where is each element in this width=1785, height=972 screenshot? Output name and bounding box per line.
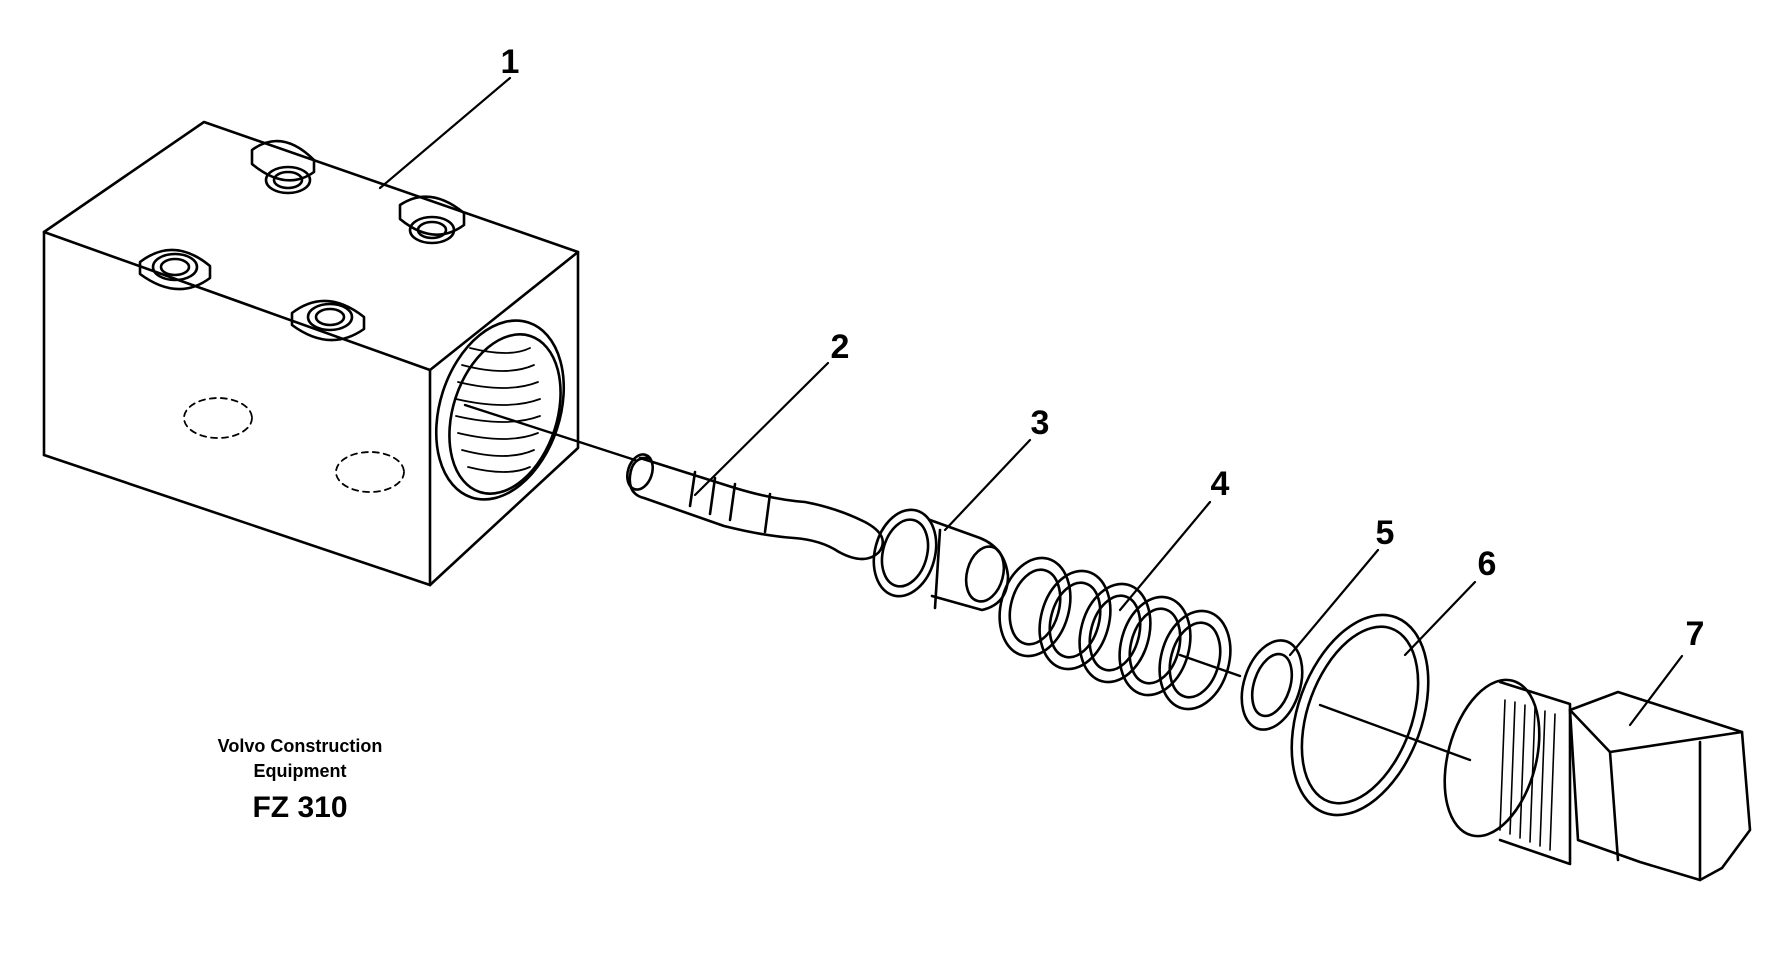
valve-cone-part bbox=[872, 508, 1010, 612]
brand-line-2: Equipment bbox=[253, 761, 347, 781]
spring-part bbox=[998, 556, 1232, 711]
brand-line-1: Volvo Construction bbox=[217, 736, 383, 756]
washer-part bbox=[1240, 639, 1304, 731]
callout-3: 3 bbox=[1031, 404, 1050, 442]
figure-code: FZ 310 bbox=[252, 791, 348, 824]
valve-body-part bbox=[42, 120, 580, 587]
callout-5: 5 bbox=[1376, 514, 1395, 552]
callout-6: 6 bbox=[1478, 545, 1497, 583]
callout-labels: 1 2 3 4 5 6 7 bbox=[501, 43, 1705, 653]
piston-part bbox=[626, 453, 884, 561]
callout-7: 7 bbox=[1686, 615, 1705, 653]
plug-part bbox=[1443, 678, 1752, 882]
o-ring-part bbox=[1290, 613, 1430, 817]
callout-1: 1 bbox=[501, 43, 520, 81]
callout-4: 4 bbox=[1211, 465, 1230, 503]
assembly-axis-line bbox=[463, 403, 1472, 762]
manufacturer-caption: Volvo Construction Equipment FZ 310 bbox=[175, 734, 425, 828]
leader-lines bbox=[378, 76, 1684, 727]
callout-2: 2 bbox=[831, 328, 850, 366]
